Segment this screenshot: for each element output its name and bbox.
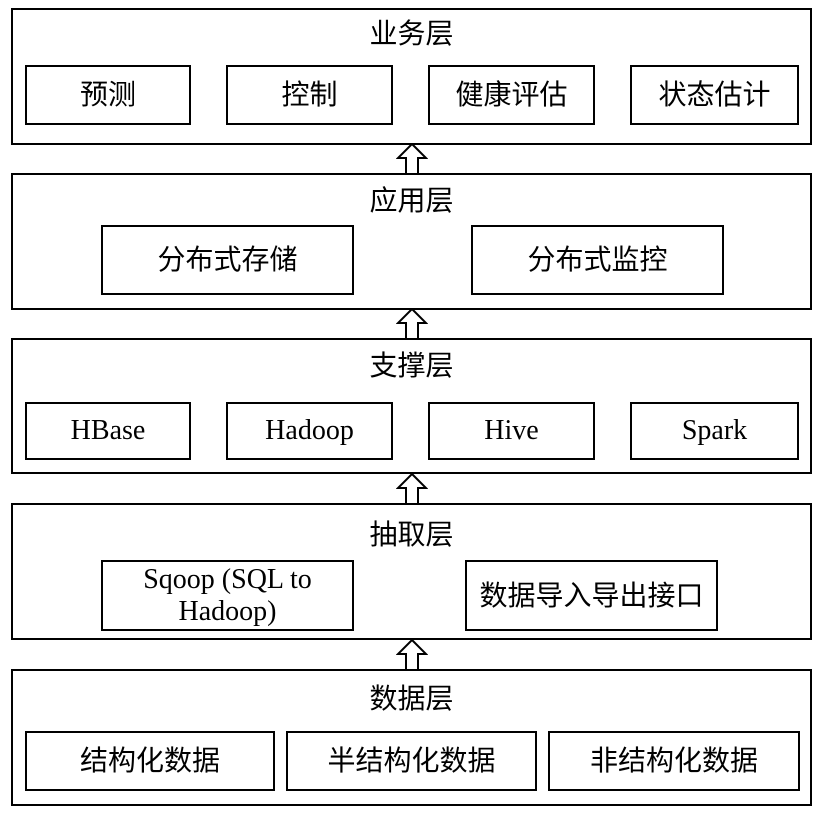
business-layer: 业务层 预测 控制 健康评估 状态估计 — [11, 8, 812, 145]
structured-data-box: 结构化数据 — [25, 731, 275, 791]
hbase-box: HBase — [25, 402, 191, 460]
sqoop-box: Sqoop (SQL to Hadoop) — [101, 560, 354, 631]
distributed-monitoring-box: 分布式监控 — [471, 225, 724, 295]
unstructured-data-box: 非结构化数据 — [548, 731, 800, 791]
application-layer-title: 应用层 — [369, 184, 454, 217]
predict-box: 预测 — [25, 65, 191, 125]
extraction-layer: 抽取层 Sqoop (SQL to Hadoop) 数据导入导出接口 — [11, 503, 812, 640]
distributed-storage-box: 分布式存储 — [101, 225, 354, 295]
support-layer-title: 支撑层 — [369, 349, 454, 382]
data-import-export-interface-box: 数据导入导出接口 — [465, 560, 718, 631]
spark-box: Spark — [630, 402, 799, 460]
application-layer: 应用层 分布式存储 分布式监控 — [11, 173, 812, 310]
arrow-up-icon — [396, 308, 428, 340]
control-box: 控制 — [226, 65, 393, 125]
hadoop-box: Hadoop — [226, 402, 393, 460]
hive-box: Hive — [428, 402, 595, 460]
arrow-up-icon — [396, 143, 428, 175]
arrow-up-icon — [396, 639, 428, 671]
extraction-layer-title: 抽取层 — [369, 518, 454, 551]
data-layer: 数据层 结构化数据 半结构化数据 非结构化数据 — [11, 669, 812, 806]
support-layer: 支撑层 HBase Hadoop Hive Spark — [11, 338, 812, 474]
health-assessment-box: 健康评估 — [428, 65, 595, 125]
arrow-up-icon — [396, 473, 428, 505]
state-estimation-box: 状态估计 — [630, 65, 799, 125]
semi-structured-data-box: 半结构化数据 — [286, 731, 537, 791]
business-layer-title: 业务层 — [369, 17, 454, 50]
data-layer-title: 数据层 — [369, 682, 454, 715]
